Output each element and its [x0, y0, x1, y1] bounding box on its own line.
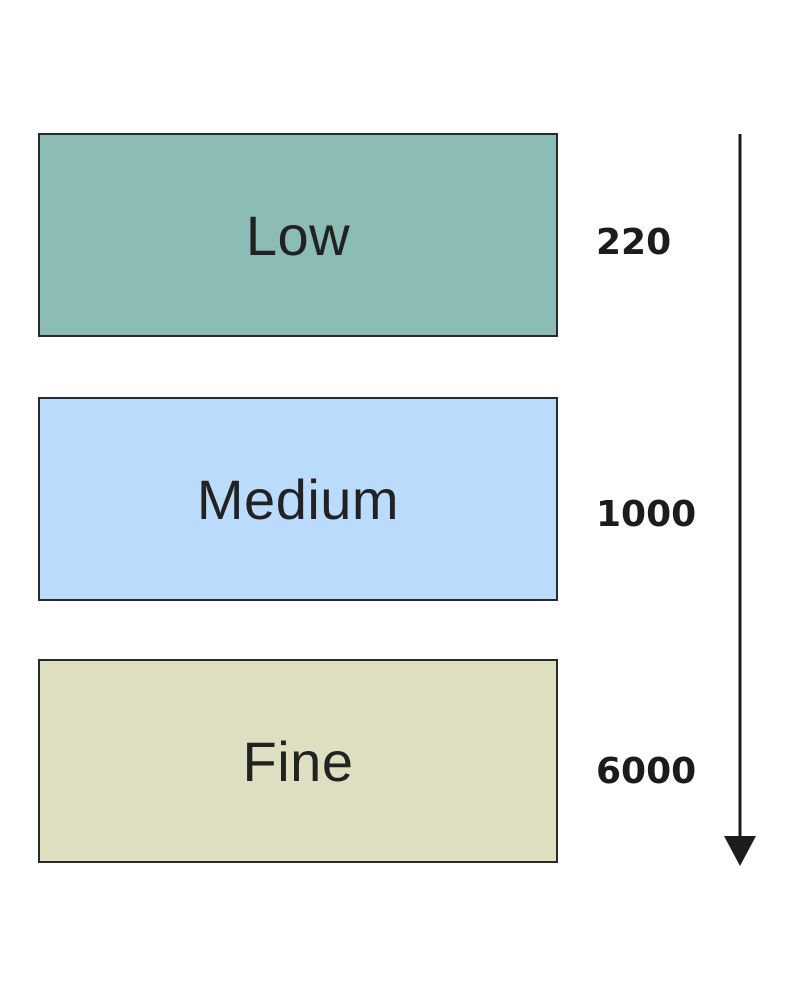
- level-label-fine: Fine: [242, 729, 354, 793]
- level-value-medium: 1000: [596, 494, 697, 535]
- level-value-fine: 6000: [596, 751, 697, 792]
- level-box-medium: Medium: [38, 397, 558, 601]
- level-value-low: 220: [596, 222, 672, 263]
- level-label-low: Low: [245, 203, 351, 267]
- level-box-fine: Fine: [38, 659, 558, 863]
- level-label-medium: Medium: [196, 467, 400, 531]
- arrow-head: [724, 836, 756, 866]
- down-arrow-icon: [724, 134, 756, 866]
- level-box-low: Low: [38, 133, 558, 337]
